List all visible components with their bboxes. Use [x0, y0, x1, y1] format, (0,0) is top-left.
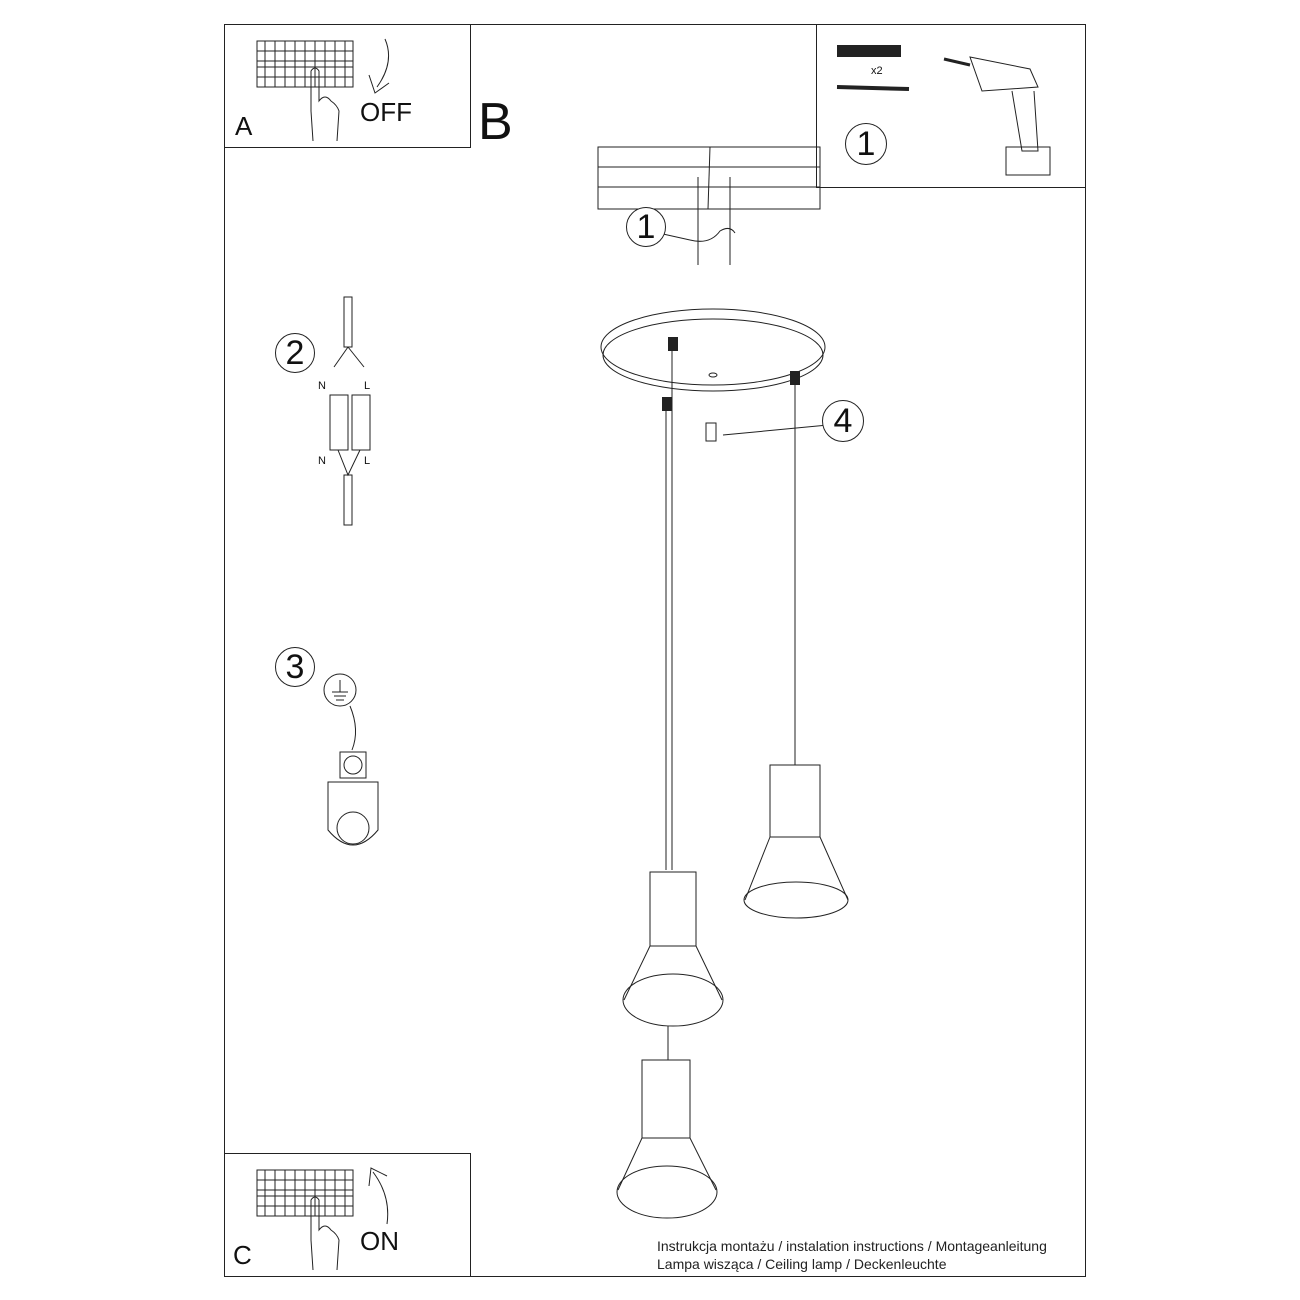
screw-step-badge: 4 [822, 400, 864, 442]
panel-a-power-off: A OFF [224, 24, 471, 148]
arrow-up-icon [368, 1167, 389, 1225]
wire-label-n-top: N [318, 380, 326, 392]
panel-a-letter: A [235, 111, 253, 141]
on-label: ON [360, 1226, 399, 1256]
panel-b-letter: B [478, 93, 513, 151]
hand-icon [310, 1196, 340, 1271]
mount-step-badge: 1 [626, 207, 666, 247]
panel-c-power-on: C ON [224, 1153, 471, 1277]
wiring-step-badge: 2 [275, 333, 315, 373]
screw-icon [836, 85, 910, 91]
instruction-sheet-frame [224, 24, 1086, 1277]
arrow-down-icon [368, 38, 390, 94]
footer-caption: Instrukcja montażu / instalation instruc… [657, 1237, 1047, 1273]
panel-c-letter: C [233, 1240, 252, 1270]
terminal-block-icon [329, 296, 371, 526]
wire-label-n-bottom: N [318, 455, 326, 467]
off-label: OFF [360, 97, 412, 127]
drill-icon [943, 56, 1051, 176]
breaker-panel-icon [256, 1169, 354, 1217]
pendant-lamps-diagram [616, 350, 849, 1219]
quantity-label: x2 [871, 65, 883, 77]
wall-plug-icon [837, 45, 901, 57]
panel-tools: x2 1 [816, 24, 1086, 188]
hand-icon [310, 67, 340, 142]
wire-label-l-bottom: L [364, 455, 371, 467]
ground-step-badge: 3 [275, 647, 315, 687]
breaker-panel-icon [256, 40, 354, 88]
footer-line-1: Instrukcja montażu / instalation instruc… [657, 1238, 1047, 1254]
canopy-diagram [600, 308, 829, 442]
ground-terminal-icon [323, 673, 379, 846]
footer-line-2: Lampa wisząca / Ceiling lamp / Deckenleu… [657, 1256, 947, 1272]
tools-step-badge: 1 [845, 123, 887, 165]
wire-label-l-top: L [364, 380, 371, 392]
